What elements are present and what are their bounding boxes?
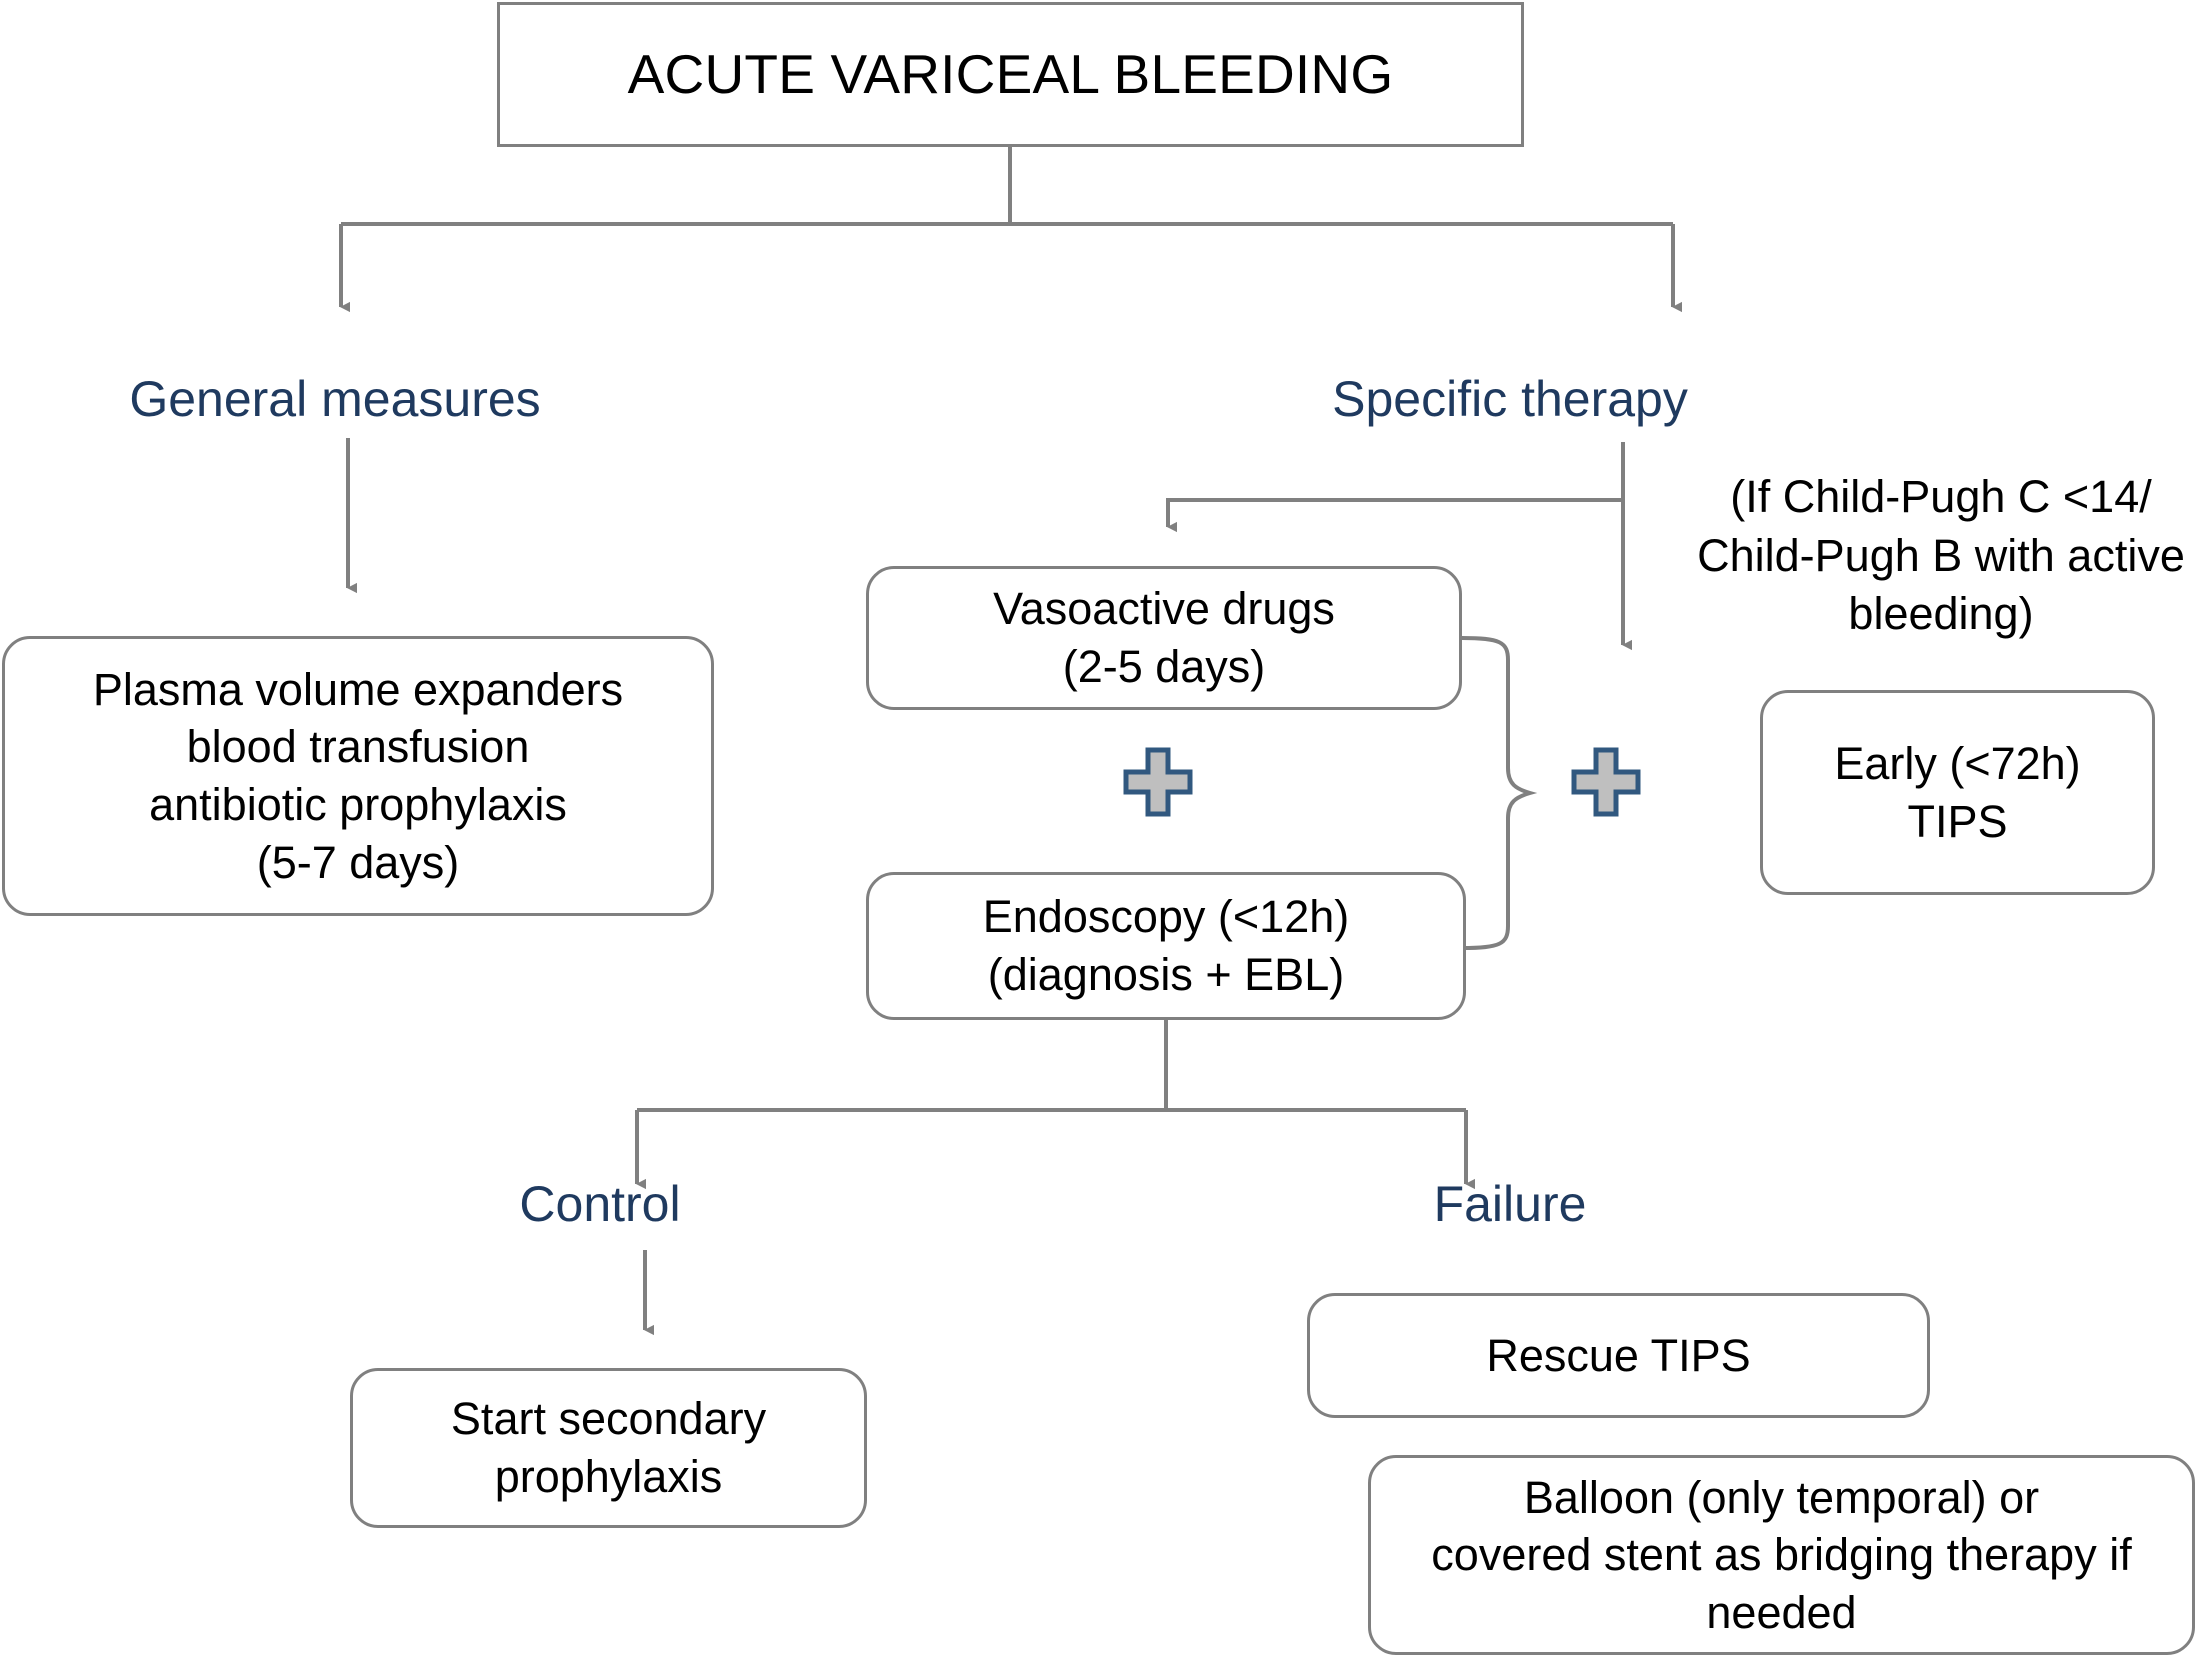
label-specific-therapy: Specific therapy (1332, 371, 1688, 427)
label-general-measures: General measures (129, 371, 541, 427)
note-child-pugh-criteria: (If Child-Pugh C <14/ Child-Pugh B with … (1697, 471, 2185, 639)
label-failure: Failure (1433, 1176, 1587, 1232)
node-vasoactive-drugs[interactable]: Vasoactive drugs (2-5 days) (866, 566, 1462, 710)
plus-icon-combination-early-tips (1570, 746, 1642, 823)
node-start-secondary-prophylaxis[interactable]: Start secondary prophylaxis (350, 1368, 867, 1528)
plus-icon-vasoactive-endoscopy (1122, 746, 1194, 823)
label-control: Control (519, 1176, 681, 1232)
node-general-measures-details[interactable]: Plasma volume expanders blood transfusio… (2, 636, 714, 916)
node-acute-variceal-bleeding[interactable]: ACUTE VARICEAL BLEEDING (497, 2, 1524, 147)
edge-brace-vasoactive-endoscopy (1461, 636, 1538, 950)
node-early-tips[interactable]: Early (<72h) TIPS (1760, 690, 2155, 895)
edge-specific-branch-bar (1166, 498, 1623, 522)
node-rescue-tips[interactable]: Rescue TIPS (1307, 1293, 1930, 1418)
node-endoscopy[interactable]: Endoscopy (<12h) (diagnosis + EBL) (866, 872, 1466, 1020)
node-balloon-bridging-therapy[interactable]: Balloon (only temporal) or covered stent… (1368, 1455, 2195, 1655)
